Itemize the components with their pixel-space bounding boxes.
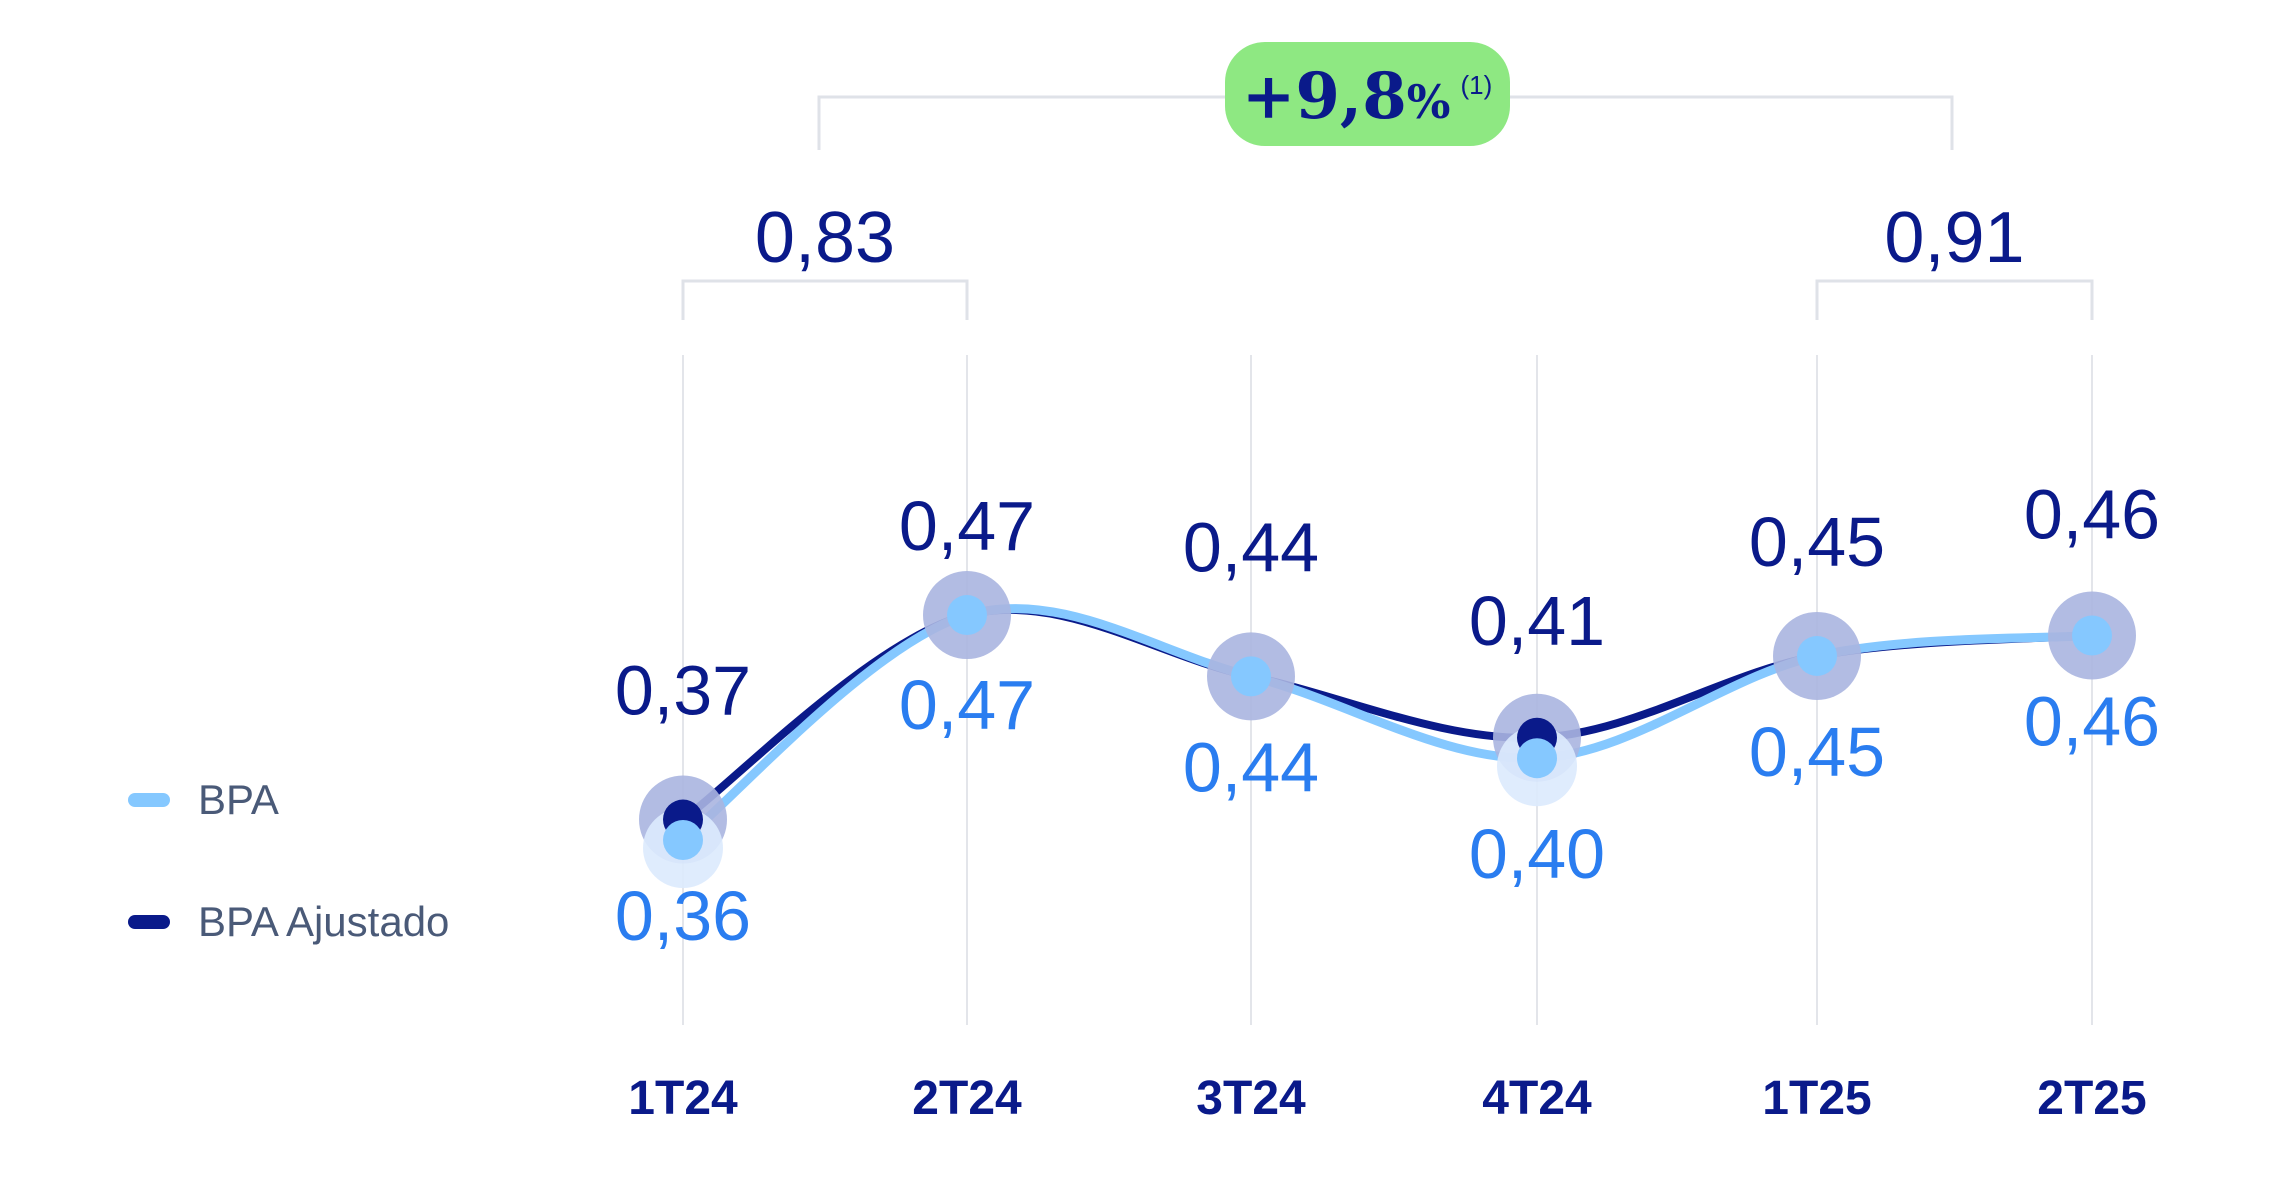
point-bpa-1t24 [663,820,703,860]
group-total-label-2: 0,91 [1884,198,2024,278]
label-bpa-1t25: 0,45 [1749,713,1885,791]
growth-badge: +9,8% (1) [1225,42,1510,146]
point-bpa-4t24 [1517,738,1557,779]
legend-label-bpa: BPA [198,776,279,823]
legend-label-bpa-ajustado: BPA Ajustado [198,898,450,945]
point-bpa-1t25 [1797,635,1837,676]
x-tick-3t24: 3T24 [1196,1072,1306,1125]
x-tick-1t24: 1T24 [628,1072,738,1125]
gridlines [682,355,2093,1025]
x-tick-4t24: 4T24 [1482,1072,1592,1125]
data-labels: 0,37 0,47 0,44 0,41 0,45 0,46 0,36 0,47 0,44 0,40… [615,476,2160,956]
growth-bracket-right [1510,95,1954,150]
growth-badge-bg [1225,42,1510,146]
point-markers [663,595,2112,860]
label-bpa-2t25: 0,46 [2024,683,2160,761]
legend-swatch-bpa-ajustado [128,915,170,929]
point-bpa-2t25 [2072,615,2112,656]
label-bpa-ajustado-3t24: 0,44 [1183,508,1319,586]
point-bpa-3t24 [1231,656,1271,697]
x-tick-1t25: 1T25 [1762,1072,1871,1125]
growth-note: (1) [1460,70,1492,100]
group-total-label-1: 0,83 [755,198,895,278]
group-bracket-2 [1815,279,2094,320]
point-bpa-2t24 [947,595,987,636]
label-bpa-3t24: 0,44 [1183,728,1319,806]
label-bpa-ajustado-1t25: 0,45 [1749,503,1885,581]
label-bpa-2t24: 0,47 [899,666,1035,744]
x-tick-2t24: 2T24 [912,1072,1022,1125]
growth-bracket-left [817,95,1225,150]
label-bpa-4t24: 0,40 [1469,815,1605,893]
legend-item-bpa-ajustado: BPA Ajustado [128,898,449,946]
x-tick-labels: 1T24 2T24 3T24 4T24 1T25 2T25 [628,1072,2146,1125]
group-bracket-1 [681,279,969,320]
legend-swatch-bpa [128,793,170,807]
label-bpa-ajustado-2t24: 0,47 [899,487,1035,565]
group-brackets: 0,83 0,91 [681,95,2094,320]
label-bpa-ajustado-4t24: 0,41 [1469,582,1605,660]
growth-value: +9,8 [1242,59,1407,134]
label-bpa-ajustado-1t24: 0,37 [615,652,751,730]
x-tick-2t25: 2T25 [2037,1072,2146,1125]
label-bpa-1t24: 0,36 [615,877,751,955]
growth-badge-text: +9,8% (1) [1242,59,1492,134]
growth-unit: % [1407,75,1451,129]
legend-item-bpa: BPA [128,776,279,824]
label-bpa-ajustado-2t25: 0,46 [2024,476,2160,554]
